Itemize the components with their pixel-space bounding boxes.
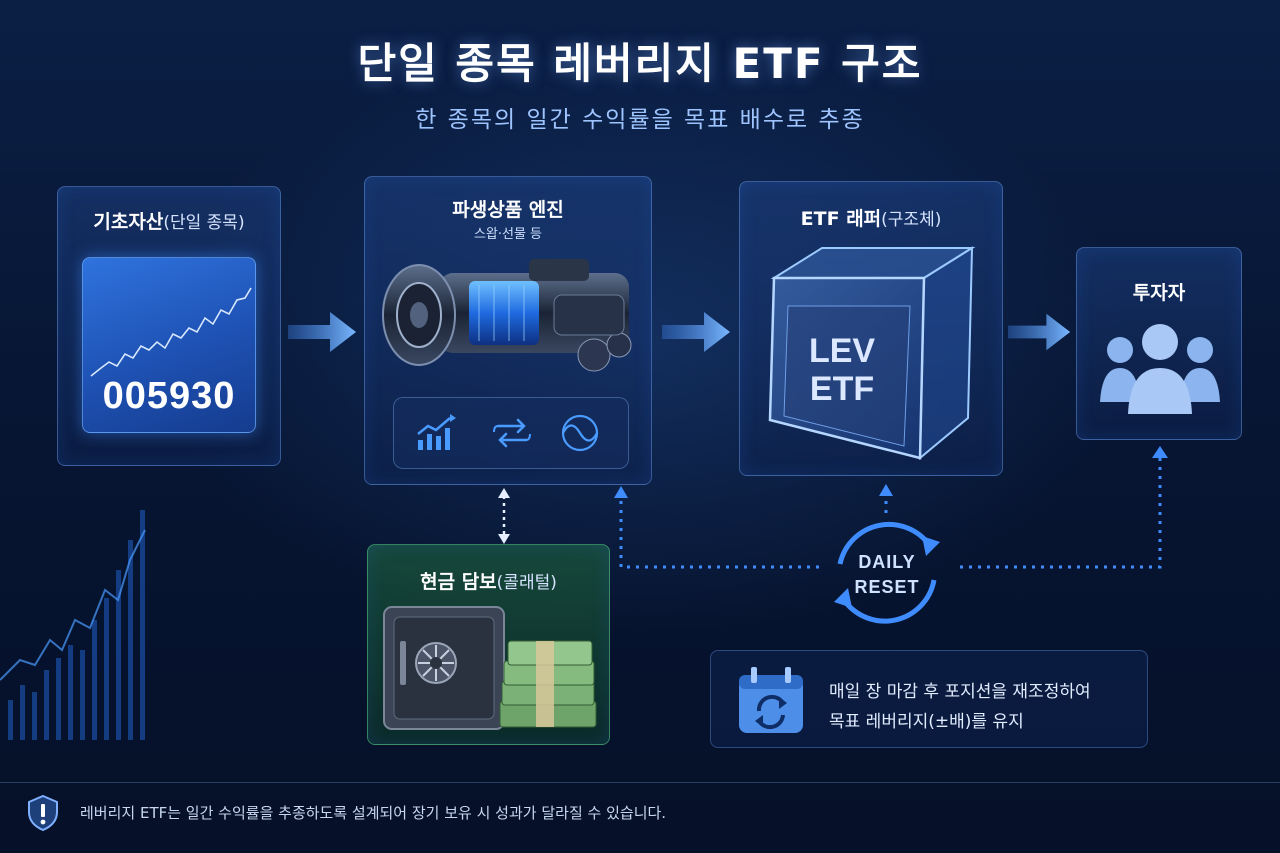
investors-group-icon (1100, 324, 1220, 414)
sine-wave-icon (561, 414, 599, 452)
daily-reset-label-2: RESET (854, 577, 920, 597)
wrapper-title: ETF 래퍼(구조체) (740, 204, 1002, 231)
safe-and-cash-image (383, 606, 597, 730)
engine-title: 파생상품 엔진 (452, 199, 564, 221)
shield-warning-icon (28, 794, 58, 832)
derivatives-engine-card: 파생상품 엔진 스왑·선물 등 (364, 176, 652, 485)
collateral-title: 현금 담보(콜래털) (368, 567, 609, 594)
underlying-title-main: 기초자산 (93, 211, 164, 233)
investor-title: 투자자 (1132, 282, 1186, 304)
stock-chart-panel: 005930 (82, 257, 256, 433)
wrapper-title-paren: (구조체) (881, 210, 942, 230)
rebalance-info-box: 매일 장 마감 후 포지션을 재조정하여 목표 레버리지(±배)를 유지 (710, 650, 1148, 748)
daily-reset-label-1: DAILY (858, 552, 916, 572)
wrapper-title-main: ETF 래퍼 (800, 208, 882, 230)
collateral-title-paren: (콜래털) (496, 573, 557, 593)
page-title: 단일 종목 레버리지 ETF 구조 (357, 39, 923, 88)
background-chart (0, 510, 146, 740)
stock-line-chart (90, 287, 252, 377)
cash-collateral-card: 현금 담보(콜래털) (367, 544, 610, 745)
etf-cube-image: LEV ETF (768, 246, 976, 460)
calendar-refresh-icon (739, 667, 803, 733)
engine-subtitle: 스왑·선물 등 (473, 227, 543, 242)
etf-cube-label-2: ETF (810, 370, 874, 408)
collateral-title-main: 현금 담보 (420, 571, 497, 593)
daily-reset-connectors (614, 446, 1168, 569)
etf-wrapper-card: ETF 래퍼(구조체) LEV ETF (739, 181, 1003, 476)
footer-divider (0, 782, 1280, 783)
flow-arrow-3 (1008, 313, 1071, 351)
engine-machine-image (382, 259, 632, 372)
engine-icon-row (393, 397, 629, 469)
underlying-title: 기초자산(단일 종목) (58, 207, 280, 234)
underlying-card: 기초자산(단일 종목) 005930 (57, 186, 281, 466)
page-subtitle: 한 종목의 일간 수익률을 목표 배수로 추종 (415, 107, 865, 133)
bar-growth-icon (417, 414, 456, 450)
underlying-title-paren: (단일 종목) (163, 213, 245, 233)
info-line-2: 목표 레버리지(±배)를 유지 (829, 712, 1024, 732)
footer-disclaimer: 레버리지 ETF는 일간 수익률을 추종하도록 설계되어 장기 보유 시 성과가… (80, 804, 667, 822)
stock-ticker: 005930 (102, 375, 236, 417)
flow-arrow-2 (662, 312, 730, 352)
engine-collateral-connector (498, 488, 510, 544)
info-line-1: 매일 장 마감 후 포지션을 재조정하여 (829, 682, 1091, 702)
flow-arrow-1 (288, 312, 356, 352)
investor-card: 투자자 (1076, 247, 1242, 440)
swap-arrows-icon (493, 418, 531, 448)
daily-reset-cycle-icon (834, 521, 940, 624)
etf-cube-label-1: LEV (809, 332, 875, 370)
